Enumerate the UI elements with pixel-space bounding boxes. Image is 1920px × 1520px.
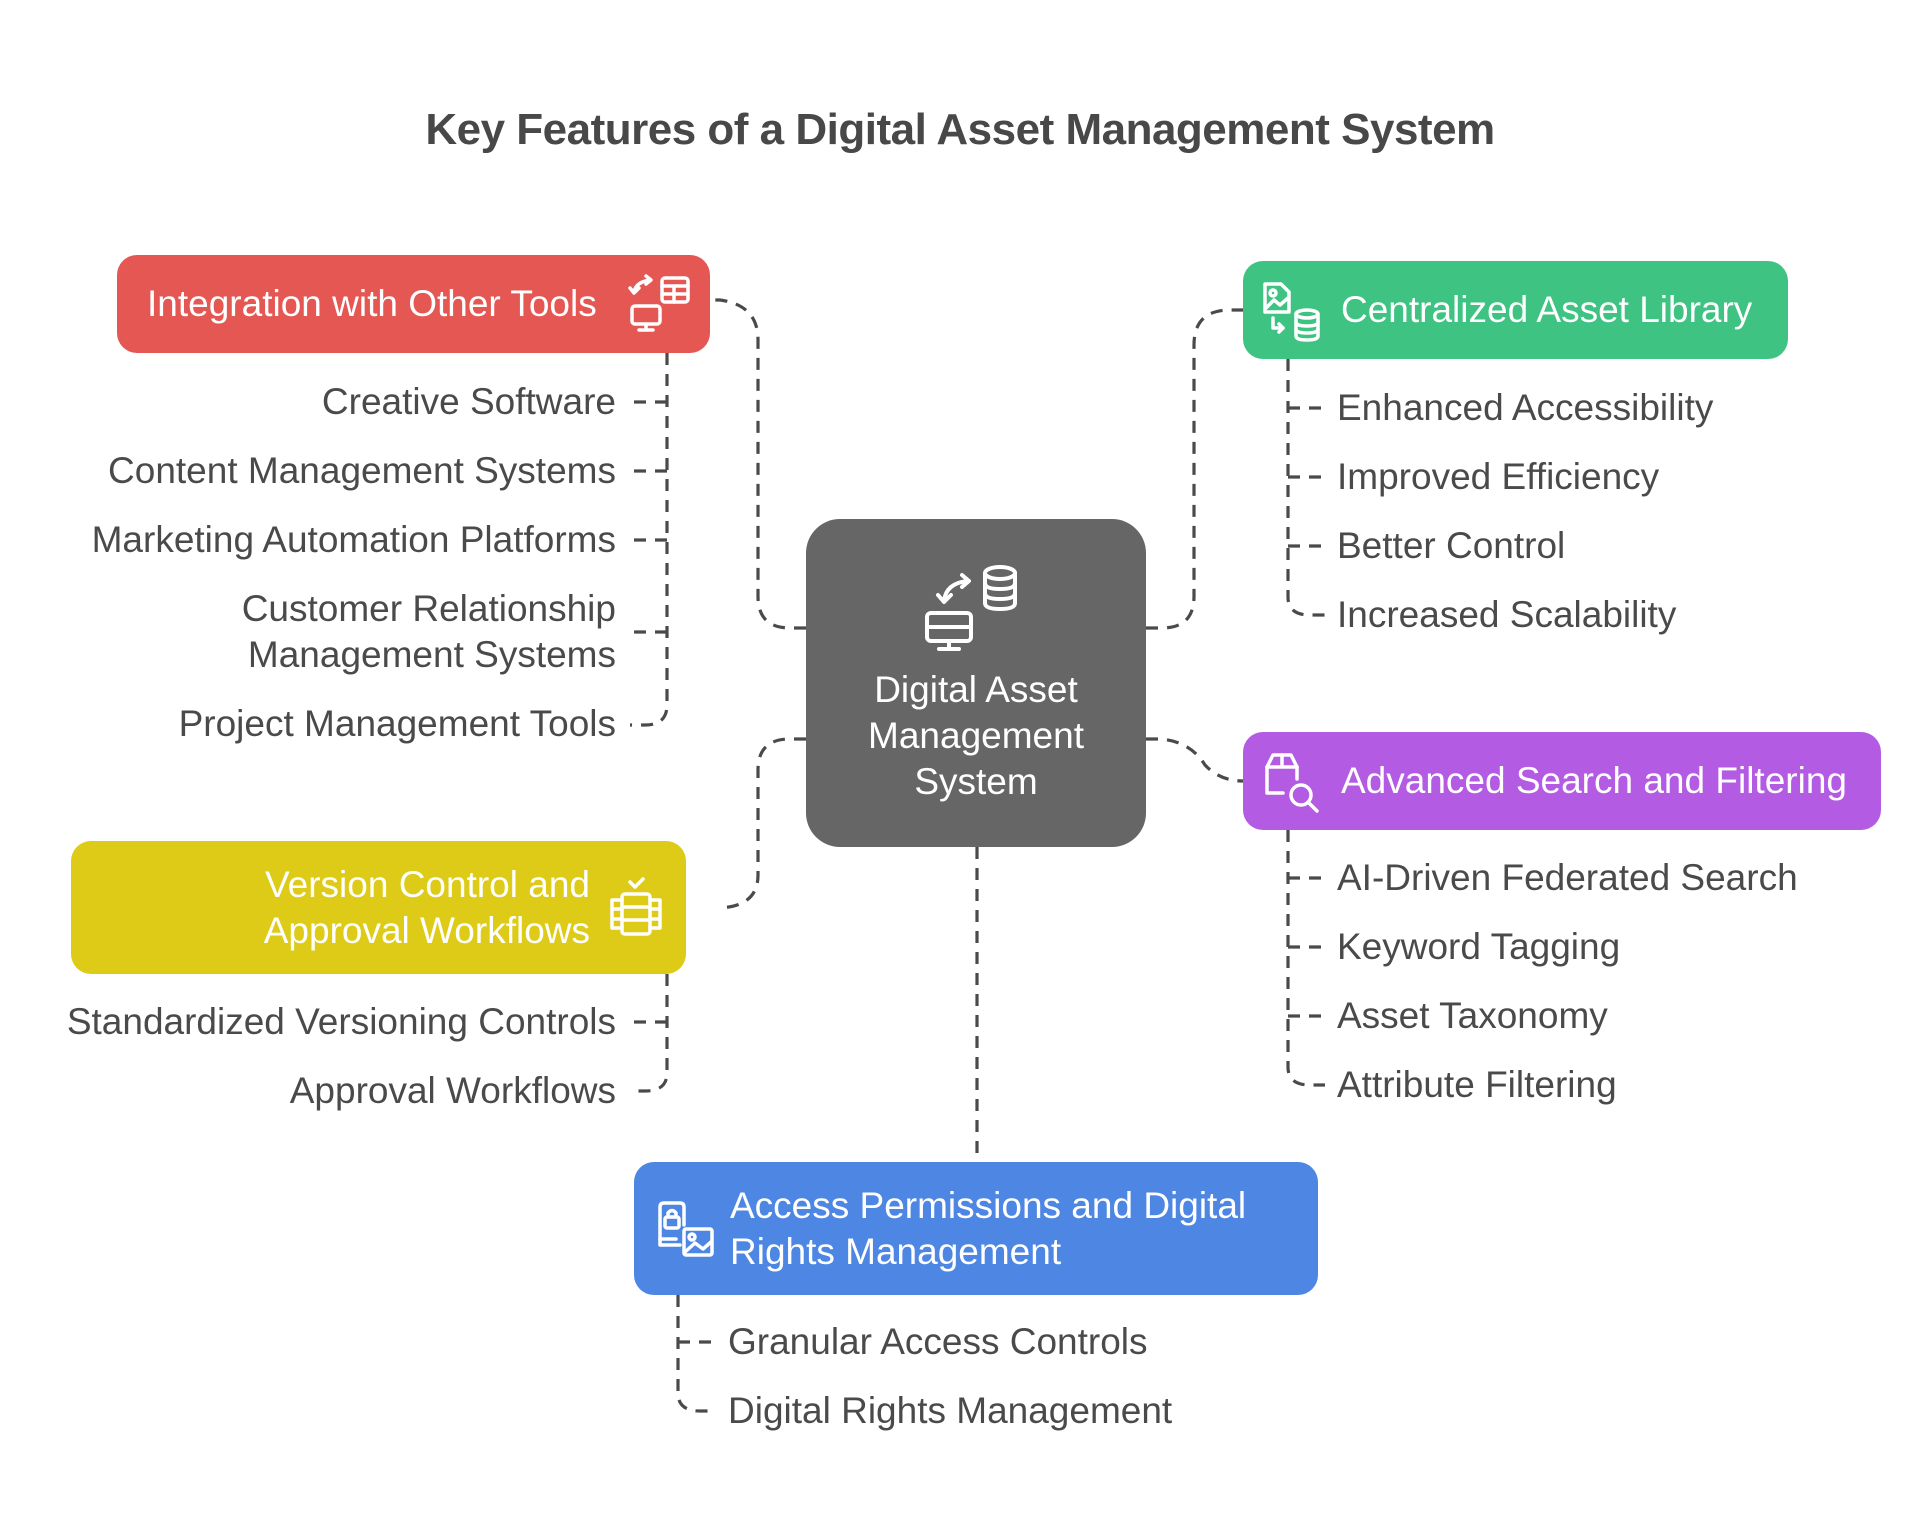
integration-child: Project Management Tools	[178, 703, 616, 744]
computer-table-sync-icon	[628, 272, 692, 336]
connector-library-children	[1286, 359, 1325, 617]
search-child: AI-Driven Federated Search	[1337, 857, 1798, 898]
connector-access-children	[676, 1295, 712, 1413]
branch-integration[interactable]: Integration with Other Tools	[117, 255, 710, 353]
branch-library[interactable]: Centralized Asset Library	[1243, 261, 1788, 359]
library-child: Improved Efficiency	[1337, 456, 1660, 497]
connector-integration-children	[630, 353, 669, 727]
search-child: Keyword Tagging	[1337, 926, 1621, 967]
search-child: Attribute Filtering	[1337, 1064, 1617, 1105]
integration-child: Marketing Automation Platforms	[91, 519, 616, 560]
integration-child: Content Management Systems	[108, 450, 616, 491]
package-search-icon	[1261, 749, 1325, 813]
connector-center-integration	[710, 298, 806, 630]
connector-center-library	[1146, 308, 1243, 630]
access-child: Digital Rights Management	[728, 1390, 1173, 1431]
branch-integration-label: Integration with Other Tools	[147, 283, 597, 324]
stacked-layers-check-icon	[604, 876, 668, 940]
center-node-label: Digital Asset Management System	[868, 669, 1084, 802]
connector-search-children	[1286, 830, 1325, 1087]
connector-center-search	[1146, 737, 1244, 783]
branch-search[interactable]: Advanced Search and Filtering	[1243, 732, 1881, 830]
version-child: Standardized Versioning Controls	[66, 1001, 616, 1042]
integration-child: Customer Relationship Management Systems	[241, 588, 616, 675]
connector-version-children	[630, 974, 669, 1093]
connector-center-version	[719, 737, 806, 910]
branch-access-label: Access Permissions and Digital Rights Ma…	[730, 1184, 1247, 1272]
computer-database-sync-icon	[924, 561, 1028, 653]
branch-version-label: Version Control and Approval Workflows	[263, 863, 590, 951]
diagram-title: Key Features of a Digital Asset Manageme…	[425, 105, 1495, 154]
branch-version[interactable]: Version Control and Approval Workflows	[71, 841, 686, 974]
library-child: Increased Scalability	[1337, 594, 1677, 635]
locked-device-image-icon	[654, 1197, 718, 1261]
search-child: Asset Taxonomy	[1337, 995, 1608, 1036]
version-child: Approval Workflows	[289, 1070, 616, 1111]
branch-search-label: Advanced Search and Filtering	[1341, 760, 1847, 801]
branch-library-label: Centralized Asset Library	[1341, 289, 1753, 330]
integration-child: Creative Software	[321, 381, 616, 422]
library-child: Enhanced Accessibility	[1337, 387, 1714, 428]
image-to-database-icon	[1261, 278, 1325, 342]
access-child: Granular Access Controls	[728, 1321, 1148, 1362]
center-node[interactable]: Digital Asset Management System	[806, 519, 1146, 847]
library-child: Better Control	[1337, 525, 1566, 566]
branch-access[interactable]: Access Permissions and Digital Rights Ma…	[634, 1162, 1318, 1295]
